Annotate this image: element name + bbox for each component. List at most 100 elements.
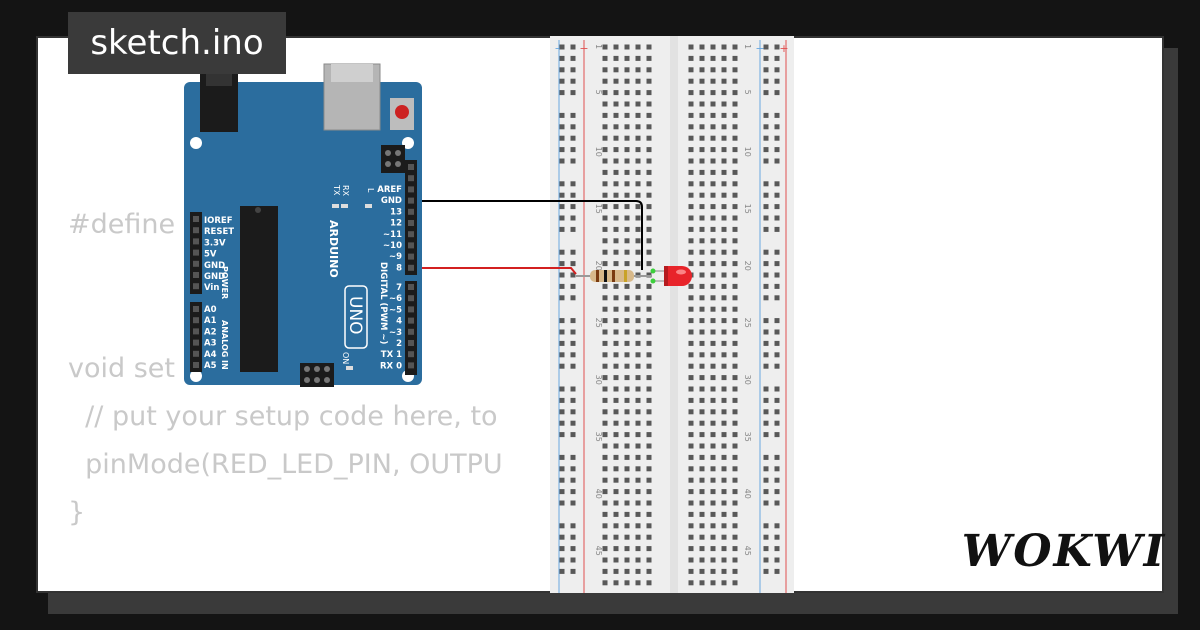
breadboard-hole [624,112,630,118]
led-pin-indicator [650,278,656,284]
breadboard-hole [699,306,705,312]
breadboard-hole [624,135,630,141]
breadboard-hole [721,238,727,244]
breadboard-hole [763,272,769,278]
breadboard-hole [721,432,727,438]
breadboard-hole [635,340,641,346]
breadboard-hole [763,192,769,198]
breadboard-hole [559,500,565,506]
header-pin [193,260,199,267]
breadboard-hole [732,375,738,381]
breadboard-hole [646,318,652,324]
breadboard-hole [688,78,694,84]
breadboard-hole [646,363,652,369]
header-pin [408,264,414,271]
breadboard-hole [624,101,630,107]
breadboard-hole [721,489,727,495]
breadboard-hole [559,568,565,574]
on-led [346,366,353,370]
header-pin [193,272,199,278]
reset-button [395,105,409,119]
breadboard-hole [688,557,694,563]
row-number: 1 [594,44,603,49]
breadboard-hole [732,101,738,107]
breadboard-hole [688,432,694,438]
breadboard-hole [699,158,705,164]
breadboard-hole [635,112,641,118]
header-pin [408,175,414,182]
breadboard-hole [635,386,641,392]
breadboard-hole [559,124,565,130]
breadboard-hole [763,112,769,118]
breadboard-hole [732,135,738,141]
pin-label: 7 [396,283,402,293]
pin-label: 5V [204,250,217,260]
breadboard-hole [613,283,619,289]
breadboard-hole [710,466,716,472]
breadboard-hole [635,363,641,369]
breadboard-hole [763,318,769,324]
breadboard-hole [699,329,705,335]
breadboard-hole [688,375,694,381]
row-number: 40 [594,489,603,499]
breadboard-hole [763,329,769,335]
breadboard-hole [721,147,727,153]
breadboard-hole [613,78,619,84]
breadboard-hole [635,580,641,586]
pin-label: Vin [204,283,219,293]
breadboard-hole [624,67,630,73]
breadboard-hole [635,226,641,232]
breadboard-hole [570,466,576,472]
breadboard-hole [602,78,608,84]
breadboard-hole [710,580,716,586]
breadboard-hole [732,511,738,517]
breadboard-hole [699,55,705,61]
breadboard-hole [602,192,608,198]
sketch-tab[interactable]: sketch.ino [68,12,286,74]
breadboard-hole [763,44,769,50]
breadboard-hole [624,546,630,552]
breadboard-hole [602,511,608,517]
breadboard-hole [699,226,705,232]
breadboard-hole [732,272,738,278]
breadboard-hole [732,523,738,529]
breadboard-hole [699,340,705,346]
breadboard-hole [646,489,652,495]
breadboard-hole [613,375,619,381]
breadboard-hole [613,318,619,324]
breadboard-hole [732,78,738,84]
breadboard-hole [732,283,738,289]
row-number: 35 [594,432,603,442]
breadboard-hole [559,44,565,50]
breadboard-hole [570,78,576,84]
breadboard-hole [688,295,694,301]
breadboard-hole [613,409,619,415]
breadboard-hole [710,557,716,563]
breadboard-hole [763,226,769,232]
resistor [576,270,652,282]
breadboard-hole [570,135,576,141]
breadboard-hole [699,432,705,438]
breadboard-hole [732,363,738,369]
breadboard-hole [624,295,630,301]
breadboard-hole [559,295,565,301]
breadboard-hole [646,112,652,118]
breadboard-hole [613,352,619,358]
breadboard-hole [763,261,769,267]
breadboard-hole [602,112,608,118]
breadboard-hole [635,215,641,221]
breadboard-hole [732,386,738,392]
breadboard-hole [613,511,619,517]
breadboard-hole [688,249,694,255]
breadboard-hole [774,546,780,552]
breadboard-hole [570,489,576,495]
breadboard-hole [635,204,641,210]
breadboard-hole [721,90,727,96]
breadboard-hole [646,204,652,210]
breadboard-hole [732,90,738,96]
breadboard-hole [774,477,780,483]
breadboard-hole [774,135,780,141]
breadboard-hole [570,386,576,392]
